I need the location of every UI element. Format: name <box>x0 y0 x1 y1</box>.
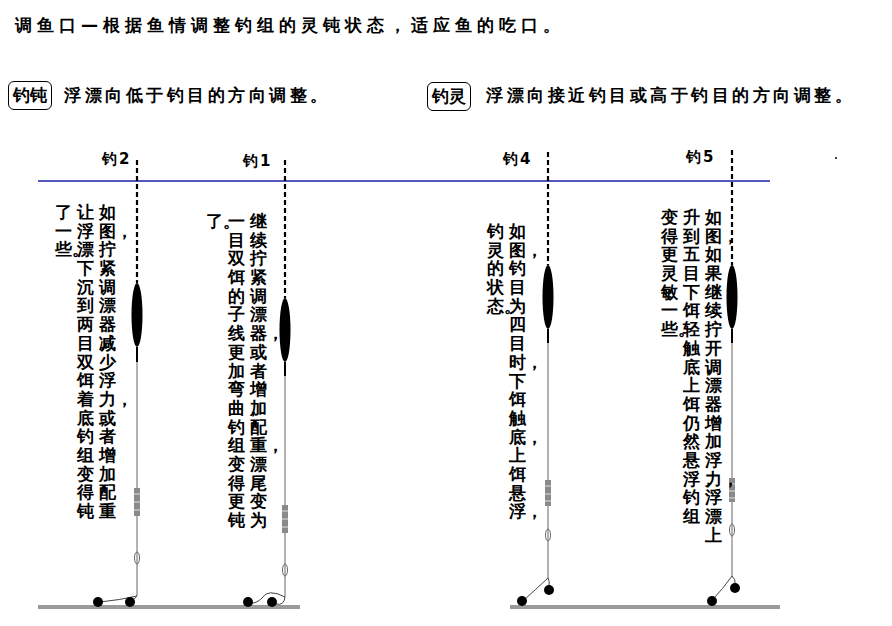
page-title: 调鱼口—根据鱼情调整钓组的灵钝状态，适应鱼的吃口。 <box>15 14 565 37</box>
ground-line <box>38 605 300 609</box>
float-rig <box>243 160 291 607</box>
text-column: 继续拧紧调漂器，或者增加配重，漂尾变为 <box>250 212 267 530</box>
rig-label: 钓4 <box>503 150 532 169</box>
boxed-label: 钓灵 <box>427 82 471 111</box>
rig-label: 钓5 <box>686 148 715 167</box>
rule-text: 浮漂向低于钓目的方向调整。 <box>64 84 331 107</box>
text-column: 一目，双饵的子线更加弯曲，钓组变得更钝 <box>228 212 245 530</box>
rig-label: 钓1 <box>243 152 272 171</box>
box-text: 钓钝 <box>13 84 47 107</box>
text-column: 让浮漂下沉到两目，双饵着底，钓组变得钝 <box>77 203 94 521</box>
text-column: 钓灵的状态。 <box>487 222 504 521</box>
float-rig <box>93 160 143 607</box>
text-column: 如图，钓目为四目时，下饵触底，上饵悬浮， <box>509 222 526 521</box>
boxed-label: 钓钝 <box>8 81 52 110</box>
dot-mark <box>835 157 837 159</box>
rig-label: 钓2 <box>102 150 131 169</box>
rule-text: 浮漂向接近钓目或高于钓目的方向调整。 <box>486 84 855 107</box>
vertical-note: 继续拧紧调漂器，或者增加配重，漂尾变为一目，双饵的子线更加弯曲，钓组变得更钝了。 <box>206 212 267 530</box>
text-column: 了一些。 <box>55 203 72 521</box>
vertical-note: 如图，拧紧调漂器减少浮力，或者增加配重让浮漂下沉到两目，双饵着底，钓组变得钝了一… <box>55 203 116 521</box>
ground-line <box>510 605 780 609</box>
text-column: 升到五目，下饵轻触底，上饵仍然悬浮，钓组 <box>683 208 700 544</box>
water-line <box>38 180 770 182</box>
text-column: 如图，如果继续拧开调漂器增加浮力，浮漂上 <box>705 208 722 544</box>
vertical-note: 如图，钓目为四目时，下饵触底，上饵悬浮， 钓灵的状态。 <box>487 222 526 521</box>
text-column: 变得更灵敏一些。 <box>661 208 678 544</box>
text-column: 了。 <box>206 212 223 530</box>
box-text: 钓灵 <box>432 85 466 108</box>
text-column: 如图，拧紧调漂器减少浮力，或者增加配重 <box>99 203 116 521</box>
vertical-note: 如图，如果继续拧开调漂器增加浮力，浮漂上升到五目，下饵轻触底，上饵仍然悬浮，钓组… <box>661 208 722 544</box>
